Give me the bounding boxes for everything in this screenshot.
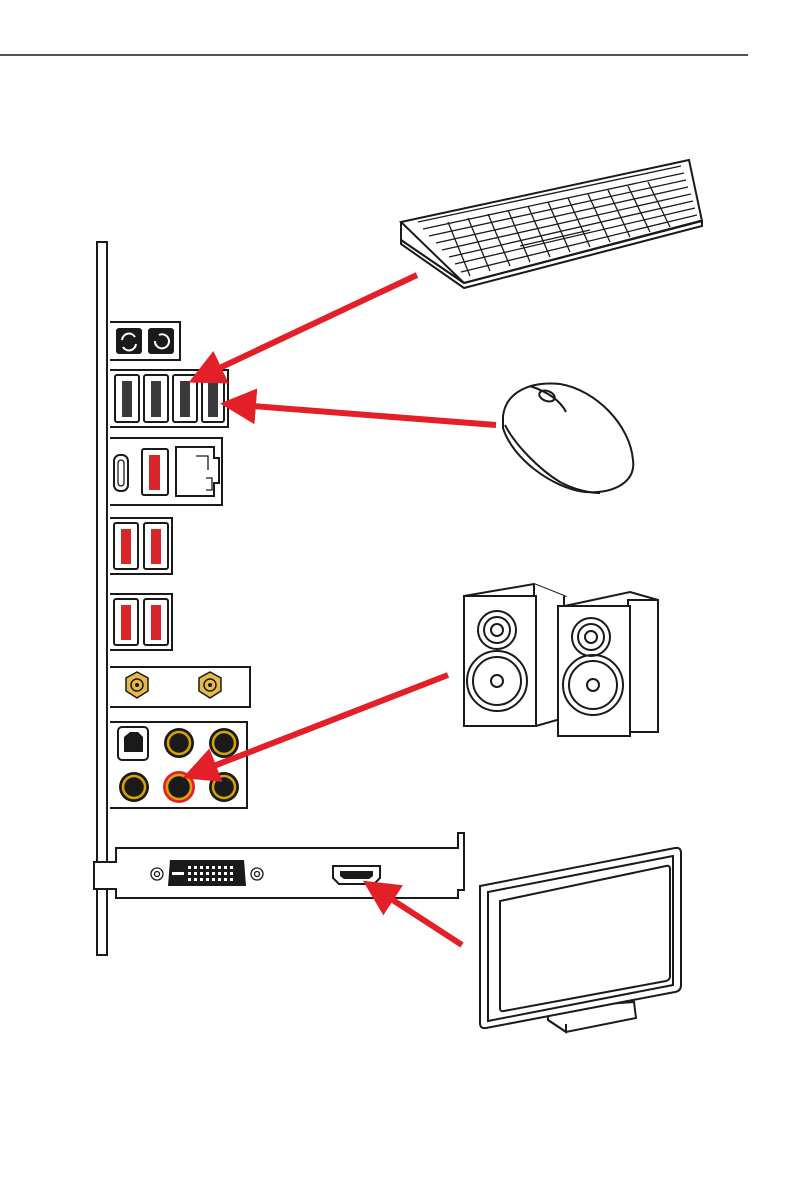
lan-port[interactable] xyxy=(176,447,219,496)
connection-arrows xyxy=(188,275,496,945)
antenna-connector-1[interactable] xyxy=(126,672,148,698)
speakers-icon xyxy=(464,584,658,736)
optical-out-port[interactable] xyxy=(118,727,148,760)
arrow-mouse-to-usb xyxy=(226,404,496,425)
usb-port-5[interactable] xyxy=(142,449,168,495)
usb-top-row xyxy=(110,370,228,427)
speaker-right xyxy=(558,592,658,736)
page-header-tab xyxy=(762,0,794,60)
usb-port-3[interactable] xyxy=(173,375,197,422)
usb-port-9[interactable] xyxy=(144,599,168,645)
antenna-connector-2[interactable] xyxy=(199,672,221,698)
flash-bios-icon[interactable] xyxy=(148,328,174,354)
mouse-icon xyxy=(503,384,633,493)
bios-buttons xyxy=(110,322,180,360)
audio-jack-1[interactable] xyxy=(164,728,194,758)
arrow-speakers-to-line-out xyxy=(188,675,448,776)
arrow-keyboard-to-usb xyxy=(194,275,417,380)
audio-jack-5[interactable] xyxy=(209,772,239,802)
gpu-bracket xyxy=(94,833,464,898)
usbc-lan-group xyxy=(110,438,222,505)
audio-jack-3[interactable] xyxy=(119,772,149,802)
usb-port-2[interactable] xyxy=(144,375,168,422)
usb-port-8[interactable] xyxy=(114,599,138,645)
monitor-icon xyxy=(480,848,681,1032)
usb-pair-1 xyxy=(110,518,172,574)
usb-port-7[interactable] xyxy=(144,523,168,569)
speaker-left xyxy=(464,584,564,726)
audio-panel xyxy=(110,722,247,808)
io-shield-edge xyxy=(97,242,107,955)
usb-port-4[interactable] xyxy=(202,375,224,422)
usb-port-6[interactable] xyxy=(114,523,138,569)
usb-pair-2 xyxy=(110,594,172,650)
hdmi-port[interactable] xyxy=(333,866,380,884)
usb-port-1[interactable] xyxy=(115,375,139,422)
keyboard-icon xyxy=(401,160,702,288)
antenna-connectors xyxy=(110,667,250,707)
audio-jack-2[interactable] xyxy=(209,728,239,758)
